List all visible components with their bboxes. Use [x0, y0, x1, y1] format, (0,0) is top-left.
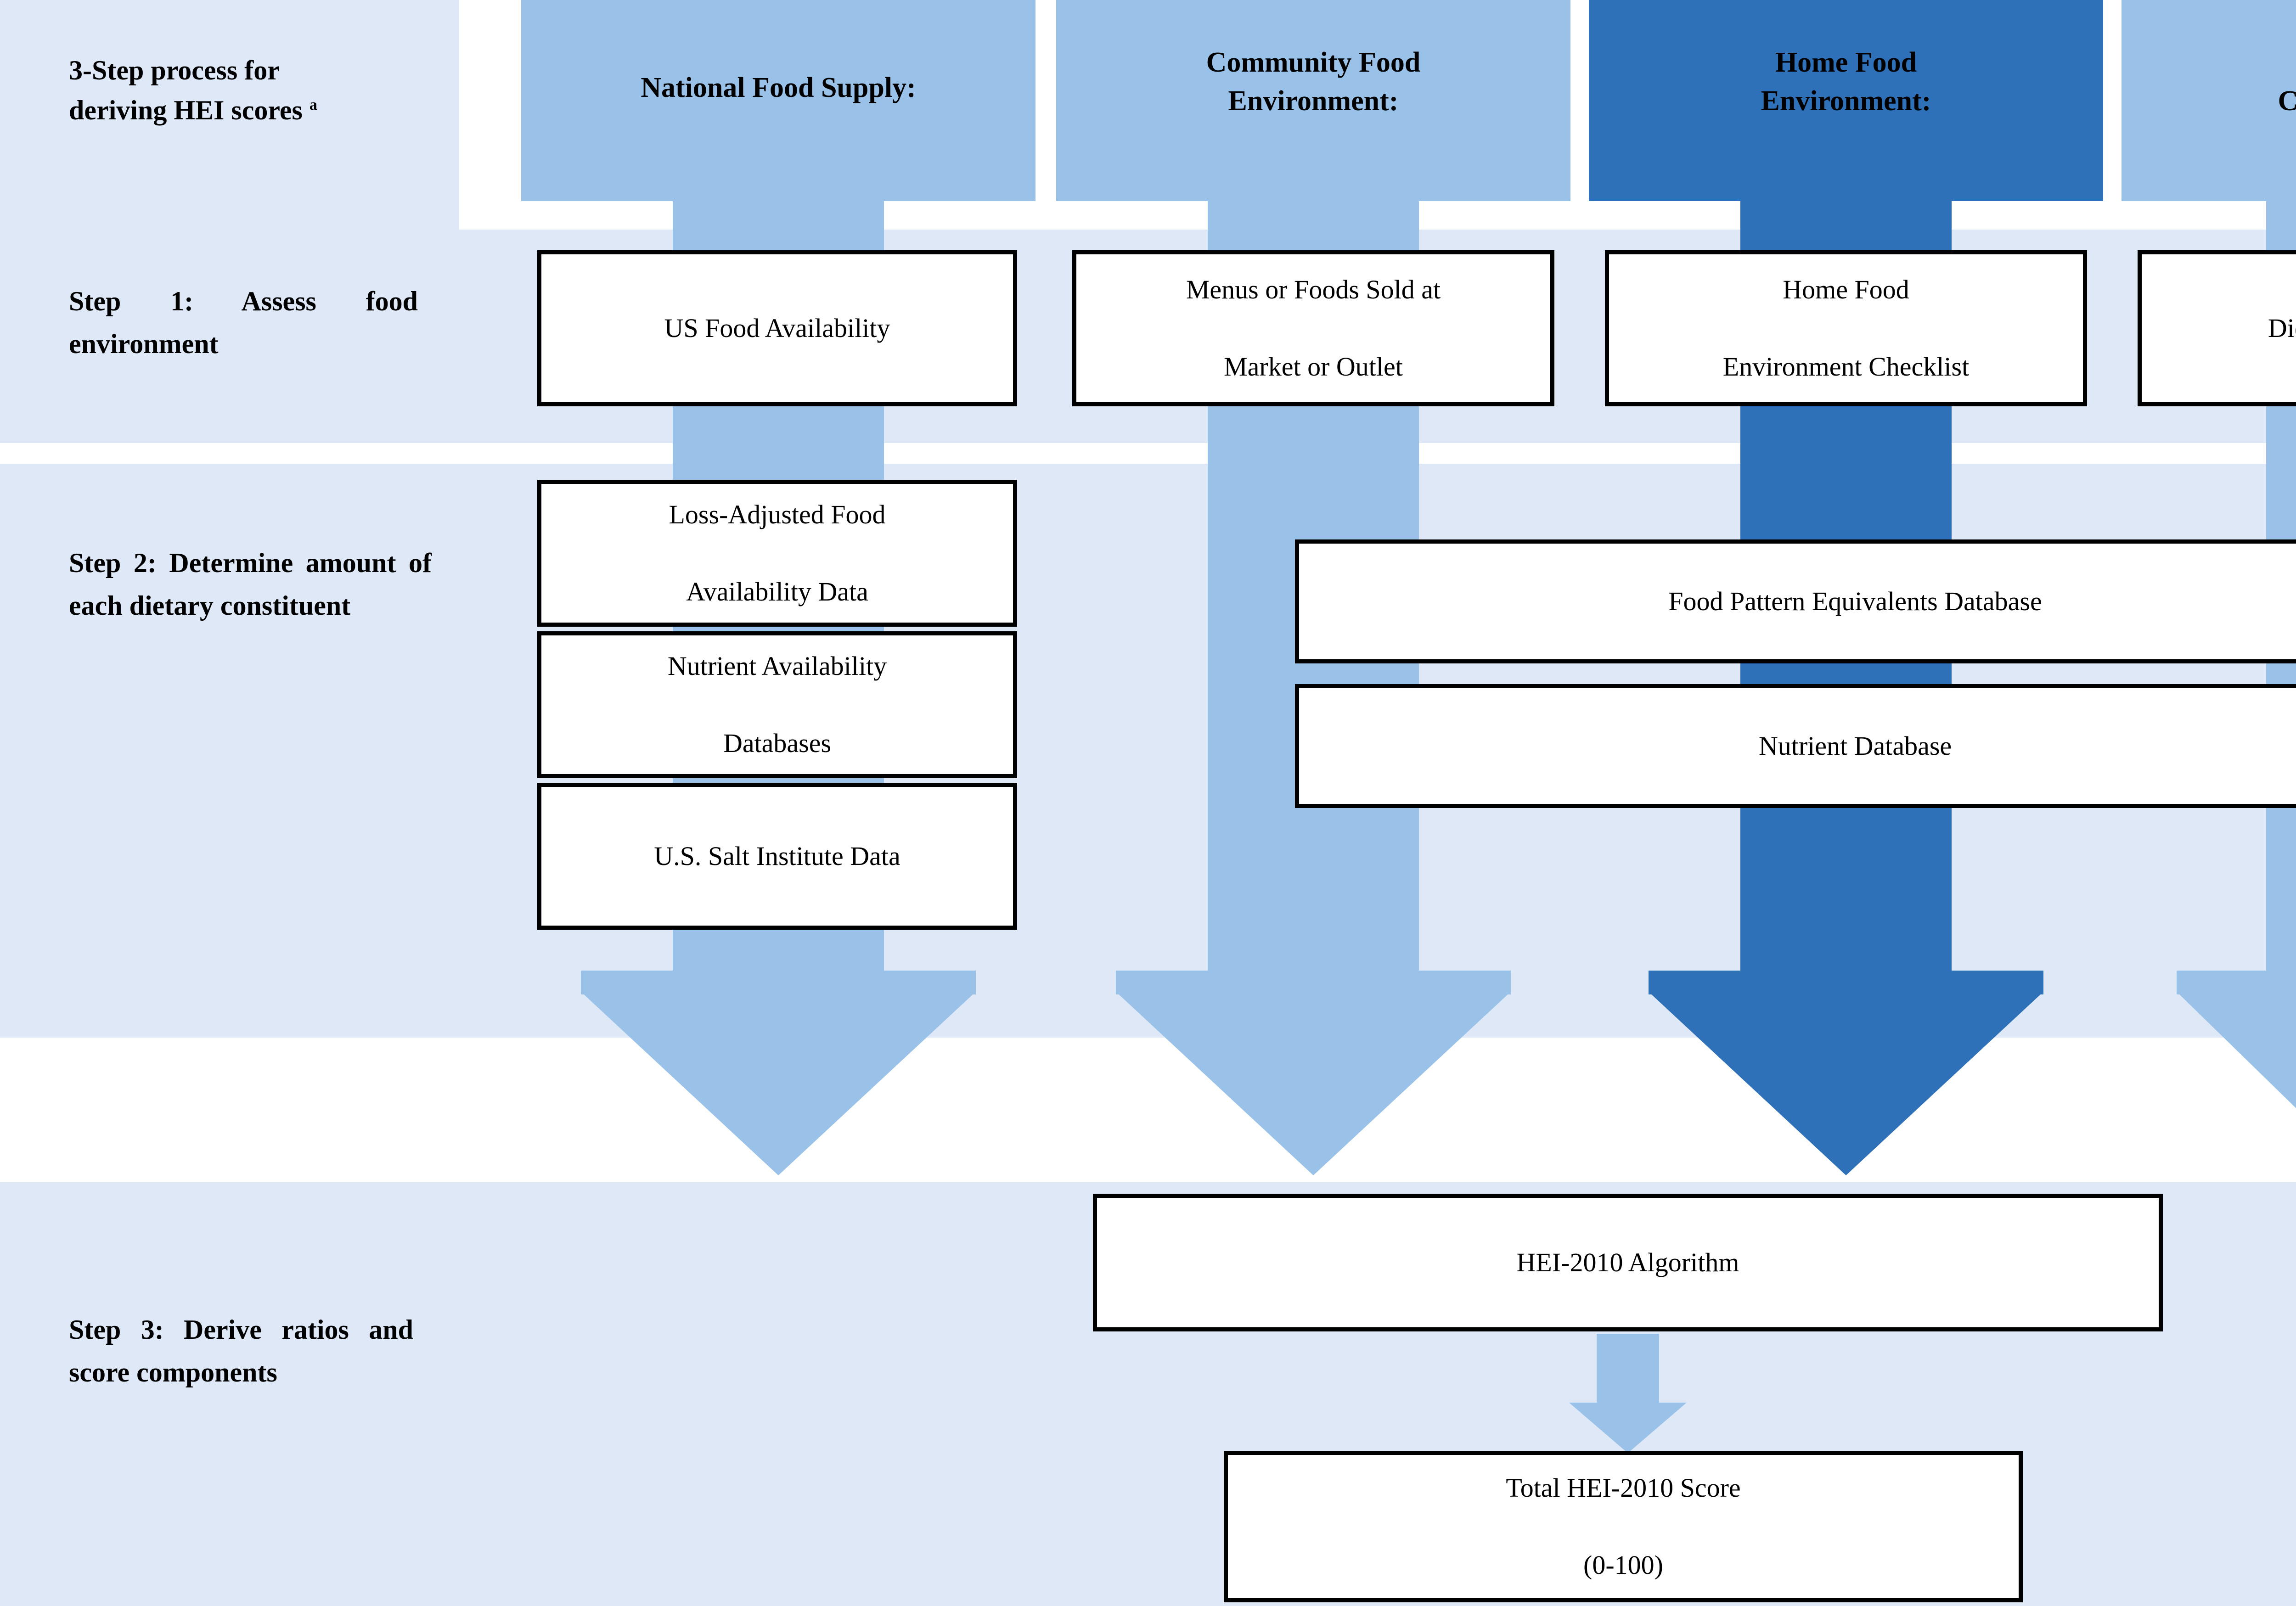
- box-text-line2: (0-100): [1583, 1550, 1663, 1580]
- box-dietary-intake-data[interactable]: Dietary Intake Data: [2138, 250, 2296, 406]
- column-title-home-food-environment: Home Food Environment:: [1589, 44, 2103, 120]
- column-title-individual-consumption: Individual Consumption:: [2122, 44, 2296, 120]
- column-title-line2: Consumption:: [2278, 85, 2296, 117]
- box-text-line1: Home Food: [1783, 274, 1909, 304]
- box-home-food-environment-checklist[interactable]: Home Food Environment Checklist: [1605, 250, 2087, 406]
- box-text-line1: Menus or Foods Sold at: [1186, 274, 1441, 304]
- box-text-line2: Databases: [723, 728, 832, 758]
- box-total-hei-2010-score[interactable]: Total HEI-2010 Score (0-100): [1224, 1451, 2023, 1602]
- box-text-line2: Environment Checklist: [1722, 352, 1970, 382]
- box-nutrient-database[interactable]: Nutrient Database: [1295, 684, 2296, 808]
- page-title-line1: 3-Step process for: [69, 55, 280, 85]
- column-header-block-community-food-environment: [1056, 0, 1570, 201]
- box-text-line1: Food Pattern Equivalents Database: [1668, 586, 2042, 616]
- column-title-community-food-environment: Community Food Environment:: [1056, 44, 1570, 120]
- box-hei-2010-algorithm[interactable]: HEI-2010 Algorithm: [1093, 1194, 2163, 1331]
- box-text-line2: Availability Data: [686, 577, 868, 607]
- column-title-line1: Individual: [2122, 44, 2296, 82]
- column-arrow-tip-community-food-environment: [1116, 992, 1511, 1175]
- box-us-food-availability[interactable]: US Food Availability: [537, 250, 1017, 406]
- box-text-line1: Loss-Adjusted Food: [669, 499, 886, 529]
- step-label-step-1: Step 1: Assess food environment: [69, 286, 418, 359]
- column-title-line1: National Food Supply:: [641, 72, 916, 103]
- page-title-footnote-marker: a: [309, 96, 317, 113]
- box-text-line1: Dietary Intake Data: [2268, 313, 2296, 343]
- column-header-block-national-food-supply: [521, 0, 1035, 201]
- connector-arrow-tip: [1569, 1403, 1687, 1453]
- column-title-line1: Home Food: [1775, 47, 1917, 78]
- box-text-line1: U.S. Salt Institute Data: [654, 841, 900, 871]
- step-label-step-3: Step 3: Derive ratios and score componen…: [69, 1314, 413, 1387]
- column-arrow-tip-individual-consumption: [2177, 992, 2296, 1175]
- column-title-national-food-supply: National Food Supply:: [521, 69, 1035, 107]
- box-text-line1: Nutrient Database: [1758, 730, 1952, 761]
- column-arrow-tip-home-food-environment: [1649, 992, 2043, 1175]
- connector-arrow-algorithm-to-score: [1554, 1334, 1701, 1453]
- column-header-block-individual-consumption: [2122, 0, 2296, 201]
- box-menus-or-foods-sold[interactable]: Menus or Foods Sold at Market or Outlet: [1072, 250, 1554, 406]
- box-text-line2: Market or Outlet: [1224, 352, 1403, 382]
- box-nutrient-availability-databases[interactable]: Nutrient Availability Databases: [537, 631, 1017, 778]
- page-title: 3-Step process for deriving HEI scores a: [69, 51, 436, 130]
- page-title-line2: deriving HEI scores: [69, 95, 303, 125]
- column-arrow-wings-national-food-supply: [581, 971, 976, 994]
- box-text-line1: Nutrient Availability: [667, 651, 887, 681]
- box-us-salt-institute-data[interactable]: U.S. Salt Institute Data: [537, 783, 1017, 930]
- column-arrow-wings-home-food-environment: [1649, 971, 2043, 994]
- box-text-line1: HEI-2010 Algorithm: [1516, 1247, 1739, 1277]
- step-label-step-2: Step 2: Determine amount of each dietary…: [69, 548, 432, 621]
- column-header-block-home-food-environment: [1589, 0, 2103, 201]
- box-food-pattern-equivalents-database[interactable]: Food Pattern Equivalents Database: [1295, 539, 2296, 663]
- column-arrow-wings-individual-consumption: [2177, 971, 2296, 994]
- column-arrow-tip-national-food-supply: [581, 992, 976, 1175]
- column-title-line2: Environment:: [1761, 85, 1931, 117]
- connector-arrow-shaft: [1597, 1334, 1659, 1405]
- box-text-line1: Total HEI-2010 Score: [1506, 1472, 1741, 1503]
- column-title-line2: Environment:: [1228, 85, 1399, 117]
- column-arrow-wings-community-food-environment: [1116, 971, 1511, 994]
- box-loss-adjusted-food-availability-data[interactable]: Loss-Adjusted Food Availability Data: [537, 480, 1017, 627]
- box-text-line1: US Food Availability: [664, 313, 890, 343]
- column-title-line1: Community Food: [1206, 47, 1421, 78]
